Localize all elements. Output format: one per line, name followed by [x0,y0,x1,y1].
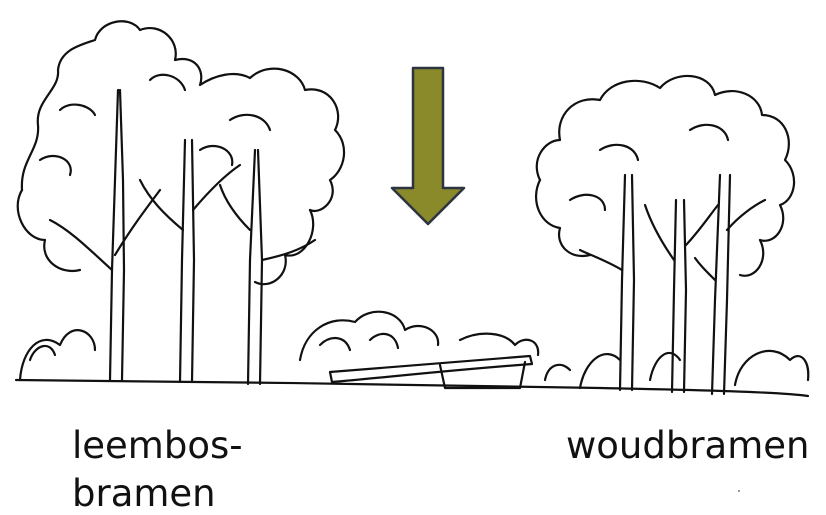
left-tree-group [18,21,344,384]
down-arrow-icon [392,68,464,224]
gap-undergrowth [300,312,570,388]
caption-left-line2: bramen [72,475,216,512]
caption-left-line1: leembos- [72,427,243,464]
speck [738,490,740,492]
right-tree-group [536,76,808,394]
fallen-log [330,356,532,382]
caption-right: woudbramen [566,427,809,464]
ground-line [16,380,808,396]
